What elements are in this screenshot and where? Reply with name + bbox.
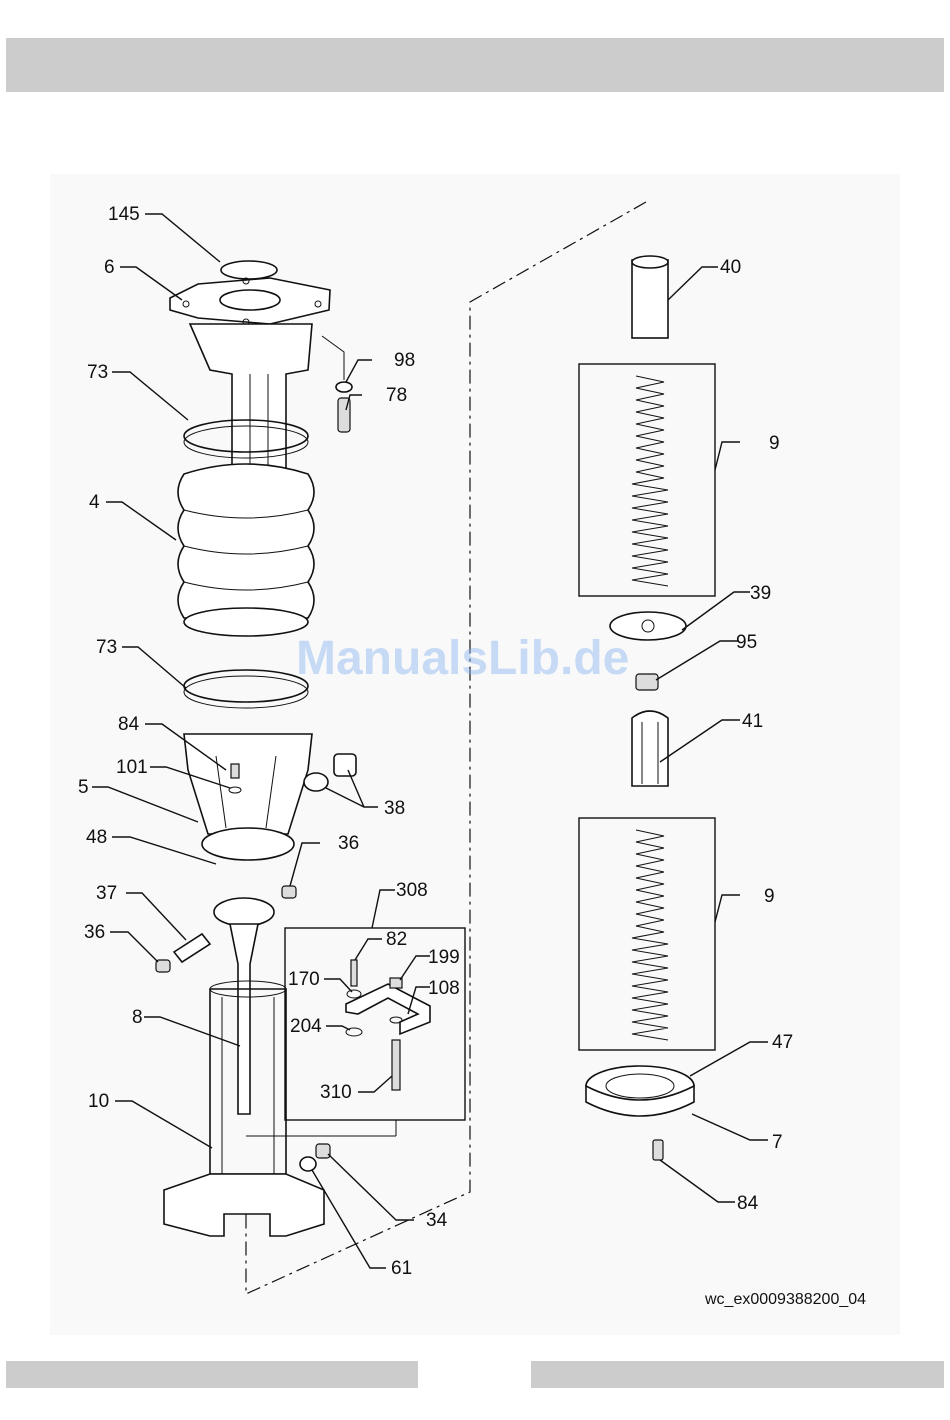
watermark-text: ManualsLib.de <box>296 632 629 685</box>
callout-308: 308 <box>396 880 428 901</box>
part-8-piston-head <box>214 898 274 926</box>
header-bar <box>6 38 944 92</box>
callout-9-upper: 9 <box>769 433 780 454</box>
callout-95: 95 <box>736 632 757 653</box>
callout-145: 145 <box>108 204 140 225</box>
part-38-washer <box>304 773 328 791</box>
diagram-svg: 145 6 73 4 73 84 101 5 48 36 37 36 8 10 … <box>50 174 900 1335</box>
part-38-plug <box>334 754 356 776</box>
part-base-foot <box>164 1174 324 1236</box>
part-9-spring-upper <box>632 376 668 586</box>
callout-108: 108 <box>428 978 460 999</box>
part-4-bellows <box>178 464 314 636</box>
callout-78: 78 <box>386 385 407 406</box>
part-5-lower-housing <box>184 734 312 834</box>
part-41-bushing <box>632 711 668 786</box>
callout-73-upper: 73 <box>87 362 108 383</box>
callout-36-right: 36 <box>338 833 359 854</box>
callout-41: 41 <box>742 711 763 732</box>
callout-38: 38 <box>384 798 405 819</box>
callout-170: 170 <box>288 969 320 990</box>
callout-5: 5 <box>78 777 89 798</box>
callout-36-left: 36 <box>84 922 105 943</box>
callout-84-upper: 84 <box>118 714 140 735</box>
part-40-sleeve <box>632 260 668 338</box>
callout-47: 47 <box>772 1032 793 1053</box>
part-310-bolt <box>392 1040 400 1090</box>
callout-7: 7 <box>772 1132 783 1153</box>
callout-40: 40 <box>720 257 741 278</box>
callout-37: 37 <box>96 883 117 904</box>
callout-48: 48 <box>86 827 107 848</box>
part-37-pin <box>174 934 210 962</box>
callout-204: 204 <box>290 1016 322 1037</box>
callout-8: 8 <box>132 1007 143 1028</box>
exploded-parts-diagram: 145 6 73 4 73 84 101 5 48 36 37 36 8 10 … <box>50 174 900 1335</box>
footer-bar-right <box>531 1361 944 1388</box>
part-61-seal <box>300 1157 316 1171</box>
callout-10: 10 <box>88 1091 109 1112</box>
callout-6: 6 <box>104 257 115 278</box>
part-9-spring-lower <box>632 830 668 1040</box>
part-145-gasket <box>221 261 277 279</box>
part-73-upper-clamp <box>184 420 308 452</box>
part-48-flange <box>202 828 294 860</box>
callout-4: 4 <box>89 492 100 513</box>
spring-box-upper <box>579 364 715 596</box>
part-98-washer <box>336 382 352 392</box>
callout-310: 310 <box>320 1082 352 1103</box>
right-assembly <box>579 256 715 1160</box>
callout-34: 34 <box>426 1210 448 1231</box>
drawing-reference-number: wc_ex0009388200_04 <box>704 1291 866 1308</box>
part-73-lower-clamp <box>184 670 308 702</box>
callout-9-lower: 9 <box>764 886 775 907</box>
part-170-washer <box>347 990 361 998</box>
part-84-screw <box>231 764 239 778</box>
callout-98: 98 <box>394 350 415 371</box>
callout-39: 39 <box>750 583 771 604</box>
part-84-screw-lower <box>653 1140 663 1160</box>
callout-199: 199 <box>428 947 460 968</box>
part-6-top-opening <box>220 290 280 310</box>
part-10-guide-cylinder <box>210 989 286 1174</box>
part-36-pin-right <box>282 886 296 898</box>
callout-84-lower: 84 <box>737 1193 759 1214</box>
spring-box-lower <box>579 818 715 1050</box>
callout-101: 101 <box>116 757 148 778</box>
callout-82: 82 <box>386 929 407 950</box>
part-95-nut <box>636 674 658 690</box>
callout-73-lower: 73 <box>96 637 117 658</box>
part-34-plug <box>316 1144 330 1158</box>
part-82-screw <box>351 960 357 986</box>
callout-61: 61 <box>391 1258 412 1279</box>
footer-bar-left <box>6 1361 418 1388</box>
